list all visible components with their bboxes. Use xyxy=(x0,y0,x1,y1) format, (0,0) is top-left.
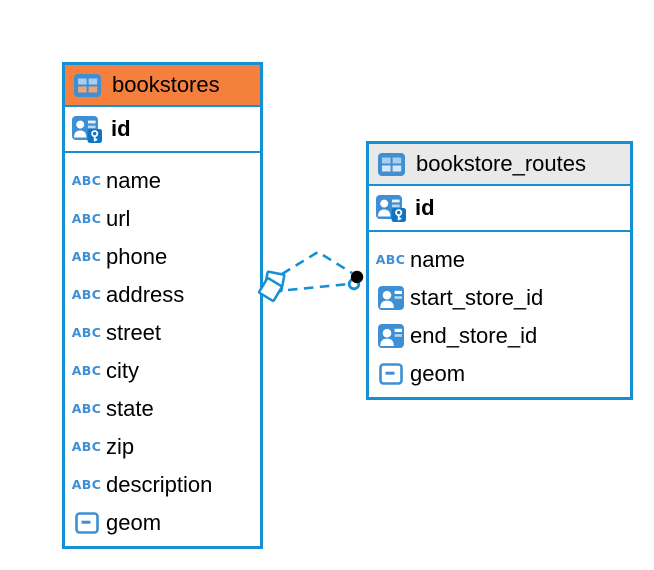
text-type-icon: ABC xyxy=(71,362,102,378)
column-name: url xyxy=(106,206,131,231)
column-row-state[interactable]: ABC state xyxy=(65,390,260,428)
relationship-ring-handle[interactable] xyxy=(347,277,361,291)
relationship-line[interactable] xyxy=(287,282,350,292)
text-type-icon: ABC xyxy=(71,210,102,226)
table-icon xyxy=(74,73,101,97)
column-row-name[interactable]: ABC name xyxy=(65,162,260,200)
foreign-key-icon xyxy=(377,324,404,348)
primary-key-icon xyxy=(72,115,102,143)
column-row-geom[interactable]: geom xyxy=(369,355,630,393)
entity-table-bookstore-routes[interactable]: bookstore_routes id ABC xyxy=(366,141,633,400)
relationship-square-handle[interactable] xyxy=(263,270,286,293)
column-name: street xyxy=(106,320,162,345)
column-name: address xyxy=(106,282,185,307)
table-title: bookstore_routes xyxy=(416,151,586,176)
column-row-phone[interactable]: ABC phone xyxy=(65,238,260,276)
geometry-type-icon xyxy=(377,363,404,385)
text-type-icon: ABC xyxy=(71,400,102,416)
column-row-city[interactable]: ABC city xyxy=(65,352,260,390)
column-row-address[interactable]: ABC address xyxy=(65,276,260,314)
relationship-line[interactable] xyxy=(281,250,353,276)
column-name: name xyxy=(106,168,162,193)
column-row-end-store-id[interactable]: end_store_id xyxy=(369,317,630,355)
text-type-icon: ABC xyxy=(71,248,102,264)
text-type-icon: ABC xyxy=(71,324,102,340)
table-header-bookstore-routes[interactable]: bookstore_routes xyxy=(369,144,630,186)
text-type-icon: ABC xyxy=(71,476,102,492)
geometry-type-icon xyxy=(73,512,100,534)
column-row-description[interactable]: ABC description xyxy=(65,466,260,504)
table-icon xyxy=(378,152,405,176)
relationship-dot-handle[interactable] xyxy=(350,270,364,284)
column-list-bookstores: ABC name ABC url ABC phone ABC address A… xyxy=(65,153,260,546)
column-name: city xyxy=(106,358,139,383)
column-list-routes: ABC name start_store_id xyxy=(369,232,630,397)
column-name: phone xyxy=(106,244,168,269)
column-row-url[interactable]: ABC url xyxy=(65,200,260,238)
column-name: end_store_id xyxy=(410,323,538,348)
primary-key-icon xyxy=(376,194,406,222)
column-name: description xyxy=(106,472,213,497)
text-type-icon: ABC xyxy=(375,251,406,267)
text-type-icon: ABC xyxy=(71,172,102,188)
entity-table-bookstores[interactable]: bookstores id ABC xyxy=(62,62,263,549)
column-row-zip[interactable]: ABC zip xyxy=(65,428,260,466)
column-row-street[interactable]: ABC street xyxy=(65,314,260,352)
table-header-bookstores[interactable]: bookstores xyxy=(65,65,260,107)
column-name: name xyxy=(410,247,466,272)
pk-column-name: id xyxy=(415,195,435,220)
column-name: state xyxy=(106,396,154,421)
column-row-name[interactable]: ABC name xyxy=(369,241,630,279)
column-name: geom xyxy=(106,510,162,535)
column-name: zip xyxy=(106,434,135,459)
foreign-key-icon xyxy=(377,286,404,310)
table-title: bookstores xyxy=(112,72,220,97)
column-name: geom xyxy=(410,361,466,386)
column-row-geom[interactable]: geom xyxy=(65,504,260,542)
column-row-start-store-id[interactable]: start_store_id xyxy=(369,279,630,317)
text-type-icon: ABC xyxy=(71,438,102,454)
pk-row-routes-id[interactable]: id xyxy=(369,186,630,232)
pk-column-name: id xyxy=(111,116,131,141)
text-type-icon: ABC xyxy=(71,286,102,302)
pk-row-bookstores-id[interactable]: id xyxy=(65,107,260,153)
column-name: start_store_id xyxy=(410,285,544,310)
